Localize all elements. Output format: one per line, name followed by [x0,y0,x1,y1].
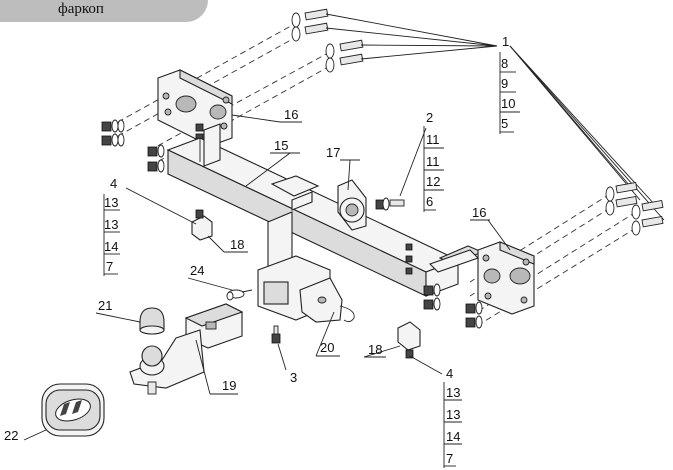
label-4-right: 4 [446,366,453,381]
title-text: фаркоп [58,1,104,17]
label-4-left-sub-0: 13 [104,195,118,210]
label-21: 21 [98,298,112,313]
label-15: 15 [274,138,288,153]
crossbar [166,123,460,297]
title-tab: фаркоп [0,0,208,22]
label-16-left: 16 [284,107,298,122]
bolts-right [605,182,664,236]
label-22: 22 [4,428,18,443]
label-3: 3 [290,370,297,385]
label-4-right-sub-3: 7 [446,451,453,466]
label-19: 19 [222,378,236,393]
bolt-3 [271,325,281,344]
ball-cap [139,307,165,335]
receiver [257,211,355,323]
nuts-right [405,243,483,329]
label-1-sub-2: 10 [501,96,515,111]
leaders [23,52,520,468]
label-4-left-sub-3: 7 [106,259,113,274]
label-4-left-sub-2: 14 [104,239,118,254]
pin-clip [226,289,253,301]
label-4-right-sub-2: 14 [446,429,460,444]
small-bracket-right [397,321,421,359]
bolt-axes-left [117,21,331,167]
nuts-left [101,119,204,173]
label-18-right: 18 [368,342,382,357]
callout-1-leaders [325,13,665,221]
bolts-top [291,8,364,73]
label-4-left-sub-1: 13 [104,217,118,232]
label-1-sub-0: 8 [501,56,508,71]
label-2-sub-1: 11 [426,154,440,169]
label-16-right: 16 [472,205,486,220]
label-2-sub-2: 12 [426,174,440,189]
label-2-sub-3: 6 [426,194,433,209]
label-17: 17 [326,145,340,160]
label-24: 24 [190,263,204,278]
label-2-sub-0: 11 [426,132,440,147]
bracket-right [428,241,535,315]
socket-plate [337,179,405,231]
small-bracket-left [191,209,213,241]
label-1-sub-1: 9 [501,76,508,91]
label-4-left: 4 [110,176,117,191]
label-1: 1 [502,34,509,49]
label-1-sub-3: 5 [501,116,508,131]
labels: 1 8 9 10 5 2 11 11 12 6 4 13 13 14 7 4 1… [4,34,515,466]
emblem-badge [41,383,105,437]
label-2: 2 [426,110,433,125]
bracket-left [157,69,233,147]
label-4-right-sub-0: 13 [446,385,460,400]
label-18-left: 18 [230,237,244,252]
label-4-right-sub-1: 13 [446,407,460,422]
label-20: 20 [320,340,334,355]
ball-mount [129,303,244,395]
